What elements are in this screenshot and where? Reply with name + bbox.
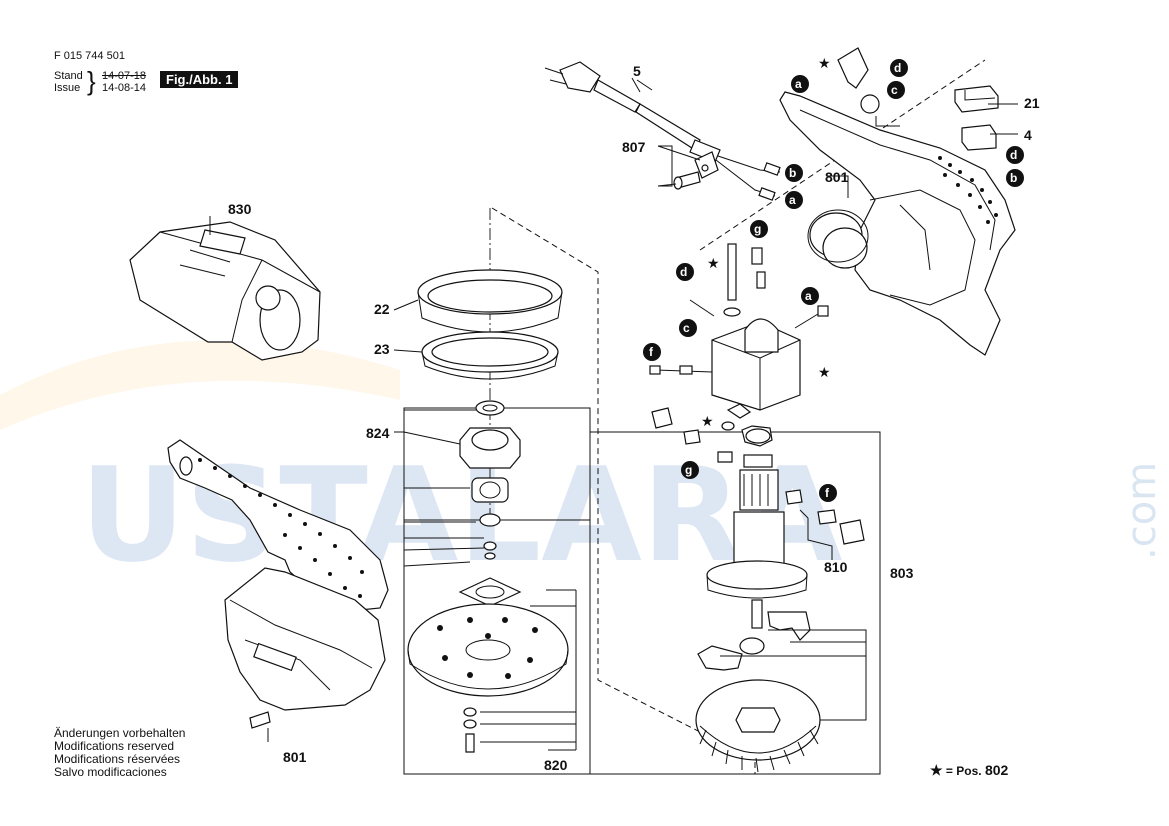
label-824: 824 bbox=[366, 425, 390, 441]
stator-field bbox=[649, 243, 829, 419]
star-icon: ★ bbox=[930, 762, 943, 778]
note-en: Modifications reserved bbox=[54, 739, 175, 753]
label-803: 803 bbox=[890, 565, 914, 581]
svg-text:g: g bbox=[754, 222, 761, 236]
svg-text:★: ★ bbox=[818, 365, 831, 381]
label-4: 4 bbox=[1024, 127, 1032, 143]
carbon-brushes bbox=[651, 407, 865, 545]
label-5: 5 bbox=[633, 63, 641, 79]
note-es: Salvo modificaciones bbox=[54, 765, 167, 779]
note-de: Änderungen vorbehalten bbox=[54, 726, 186, 740]
motor-cover bbox=[129, 221, 321, 361]
svg-text:★: ★ bbox=[818, 56, 831, 72]
letter-tags: a d c b a d b g d a c f g f bbox=[643, 59, 1024, 502]
label-807: 807 bbox=[622, 139, 646, 155]
issue-date: 14-08-14 bbox=[102, 82, 147, 94]
svg-text:a: a bbox=[805, 289, 812, 303]
label-21: 21 bbox=[1024, 95, 1040, 111]
issue-label: Issue bbox=[54, 82, 81, 94]
bearing-stack bbox=[459, 400, 521, 560]
label-810: 810 bbox=[824, 559, 848, 575]
legend-pos: 802 bbox=[984, 762, 1009, 778]
svg-text:a: a bbox=[795, 77, 802, 91]
svg-text:b: b bbox=[789, 166, 796, 180]
svg-text:d: d bbox=[894, 61, 901, 75]
cooling-fan bbox=[695, 679, 821, 773]
label-820: 820 bbox=[544, 757, 568, 773]
svg-text:b: b bbox=[1010, 171, 1017, 185]
svg-text:a: a bbox=[789, 193, 796, 207]
legend-text: = Pos. bbox=[945, 764, 982, 778]
part-labels: 5 807 801 21 4 830 22 23 824 810 803 801… bbox=[228, 63, 1040, 773]
dust-rings bbox=[417, 269, 563, 380]
legend: ★ = Pos. 802 bbox=[930, 762, 1008, 779]
watermark-suffix: .com bbox=[1119, 462, 1165, 560]
document-number: F 015 744 501 bbox=[54, 50, 125, 62]
upper-housing bbox=[779, 91, 1016, 356]
svg-text:c: c bbox=[683, 321, 690, 335]
lower-bearings bbox=[697, 611, 811, 671]
svg-text:f: f bbox=[649, 345, 654, 359]
label-830: 830 bbox=[228, 201, 252, 217]
svg-text:d: d bbox=[1010, 148, 1017, 162]
svg-text:f: f bbox=[825, 486, 830, 500]
label-23: 23 bbox=[374, 341, 390, 357]
sanding-pad bbox=[407, 577, 569, 753]
note-fr: Modifications réservées bbox=[54, 752, 181, 766]
svg-text:c: c bbox=[891, 83, 898, 97]
label-801-bottom: 801 bbox=[283, 749, 307, 765]
label-22: 22 bbox=[374, 301, 390, 317]
svg-text:★: ★ bbox=[707, 256, 720, 272]
brace-icon: } bbox=[87, 66, 96, 96]
stand-date: 14-07-18 bbox=[102, 70, 147, 82]
svg-text:g: g bbox=[685, 463, 692, 477]
power-cord bbox=[544, 61, 781, 201]
leader-lines bbox=[209, 79, 1018, 751]
label-801-top: 801 bbox=[825, 169, 849, 185]
figure-badge: Fig./Abb. 1 bbox=[160, 71, 239, 88]
star-markers: ★ ★ ★ ★ bbox=[701, 56, 831, 430]
lower-housing bbox=[167, 439, 389, 729]
stand-label: Stand bbox=[54, 70, 83, 82]
svg-text:★: ★ bbox=[701, 414, 714, 430]
cord-clamp-and-screw bbox=[673, 151, 719, 190]
armature bbox=[706, 421, 808, 629]
svg-text:d: d bbox=[680, 265, 687, 279]
switch-parts bbox=[837, 47, 999, 151]
